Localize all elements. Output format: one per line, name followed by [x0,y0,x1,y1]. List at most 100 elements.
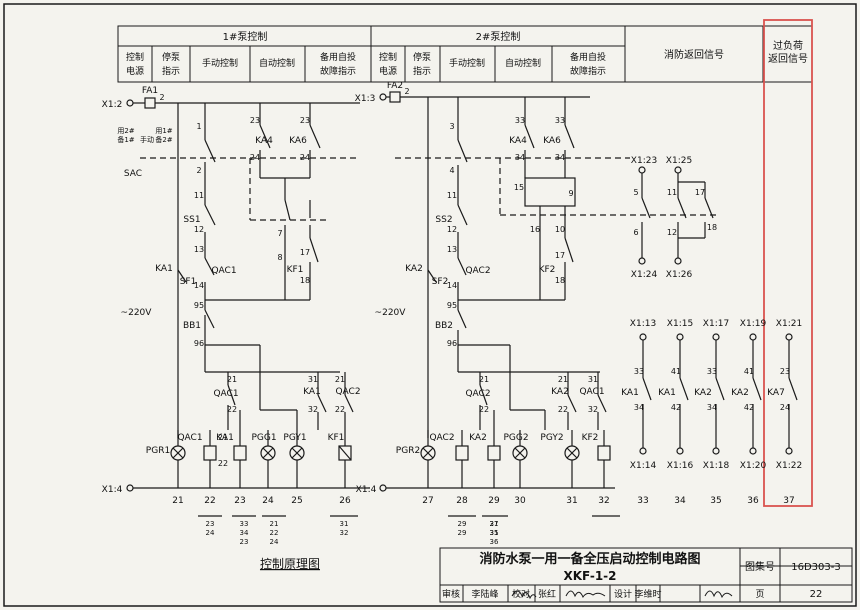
wire-number: 17 [300,248,310,257]
component-label: KA2 [551,387,569,397]
sheet-border [3,3,857,607]
contact-number: 41 [744,367,754,376]
circuit-2-wiring [379,91,720,517]
return-signal-wiring [638,166,714,265]
contact-ref: 32 [340,529,349,537]
wire-number: 12 [447,225,457,234]
wire-number: 14 [447,281,457,290]
overload-highlight-box [763,19,813,507]
column-number: 22 [204,496,215,506]
wire-number: 2 [196,166,201,175]
load-label: KF2 [582,433,599,443]
selector-label: 备2# [155,135,172,144]
column-number: 37 [783,496,794,506]
title-block-grid [439,547,853,603]
load-label: QAC1 [177,433,202,443]
component-label: KA6 [289,136,307,146]
contact-number: 12 [667,228,677,237]
signal-terminal: X1:19 [740,319,767,329]
signal-terminal: X1:16 [667,461,694,471]
selector-label: 用2# [117,127,134,135]
pump2-col-label: 控制 [379,51,397,63]
wire-number: 3 [449,122,454,131]
pump1-column-labels: 控制电源停泵指示手动控制自动控制备用自投故障指示 [126,51,356,77]
wire-number: 95 [447,301,457,310]
pump2-col-label: 电源 [379,65,397,77]
wire-number: 32 [588,405,598,414]
page-number: 22 [810,589,823,600]
component-label: QAC1 [213,389,238,399]
signal-terminal: X1:14 [630,461,657,471]
component-label: BB1 [183,321,201,331]
wire-number: 8 [277,253,282,262]
component-label: SS2 [435,215,452,225]
review-name: 李陆峰 [471,588,498,600]
signal-wire [712,333,720,341]
contact-ref: 35 [490,529,499,537]
signal-wire [715,377,725,401]
component-label: KF2 [539,265,556,275]
signal-terminal: X1:13 [630,319,656,329]
contact-number: 5 [633,188,638,197]
pump1-col-label: 控制 [126,51,144,63]
voltage-label: ~220V [375,308,407,318]
pump1-col-label: 指示 [162,65,180,77]
wire-number: 11 [447,191,457,200]
signal-terminal: X1:17 [703,319,729,329]
wire-number: 23 [300,116,310,125]
voltage-label: ~220V [121,308,153,318]
wire-number: 24 [250,153,260,162]
contact-number: 42 [744,403,754,412]
signal-wire [679,377,689,401]
signal-terminal: X1:26 [666,270,693,280]
circuit-1-labels: X1:2FA12X1:4~220V用2#备1#手动用1#备2#SACSS1KA1… [102,86,361,546]
column-number: 27 [422,496,433,506]
fuse-label: FA2 [387,81,403,91]
load-label: PGR2 [396,446,420,456]
wire-number: 95 [194,301,204,310]
component-label: SF2 [432,277,449,287]
pump1-col-label: 自动控制 [259,57,295,69]
diagram-caption: 控制原理图 [260,557,320,571]
wire-number: 21 [227,375,237,384]
load-label: PGG1 [251,433,276,443]
pump1-col-label: 停泵 [162,51,180,63]
design-label: 设计 [614,588,632,600]
selector-label: 备1# [117,135,134,144]
contact-number: 6 [633,228,638,237]
component-label: KA6 [543,136,561,146]
signal-wire [749,333,757,341]
contact-number: 24 [780,403,790,412]
column-number: 21 [172,496,183,506]
wire-number: 33 [555,116,565,125]
pump2-col-label: 故障指示 [570,65,606,77]
check-name: 张红 [538,588,556,600]
wire-number: 31 [588,375,598,384]
fuse-pin: 2 [159,93,164,102]
signal-terminal: X1:20 [740,461,767,471]
supply-terminal-bottom: X1:4 [102,485,123,495]
signal-wire [785,333,793,341]
wire-number: 21 [558,375,568,384]
column-number: 26 [339,496,351,506]
column-number: 33 [637,496,648,506]
signature-reviewer [511,590,537,600]
signal-wire [785,447,793,455]
signal-wire [712,447,720,455]
wire-number: 9 [568,189,573,198]
column-number: 28 [456,496,468,506]
atlas-number: 16D303-3 [791,562,840,573]
wire-number: 24 [300,153,310,162]
contact-ref: 24 [270,538,279,546]
pump1-col-label: 故障指示 [320,65,356,77]
wire-number: 21 [479,375,489,384]
signal-contact: KA1 [621,388,639,398]
contact-ref: 29 [458,520,467,528]
pump2-title: 2#泵控制 [476,30,521,43]
title-main: 消防水泵一用一备全压启动控制电路图 [479,551,700,567]
pump1-col-label: 备用自投 [320,51,356,63]
wire-number: 13 [194,245,204,254]
signal-wire [752,377,762,401]
pump1-col-label: 电源 [126,65,144,77]
wire-number: 22 [227,405,237,414]
